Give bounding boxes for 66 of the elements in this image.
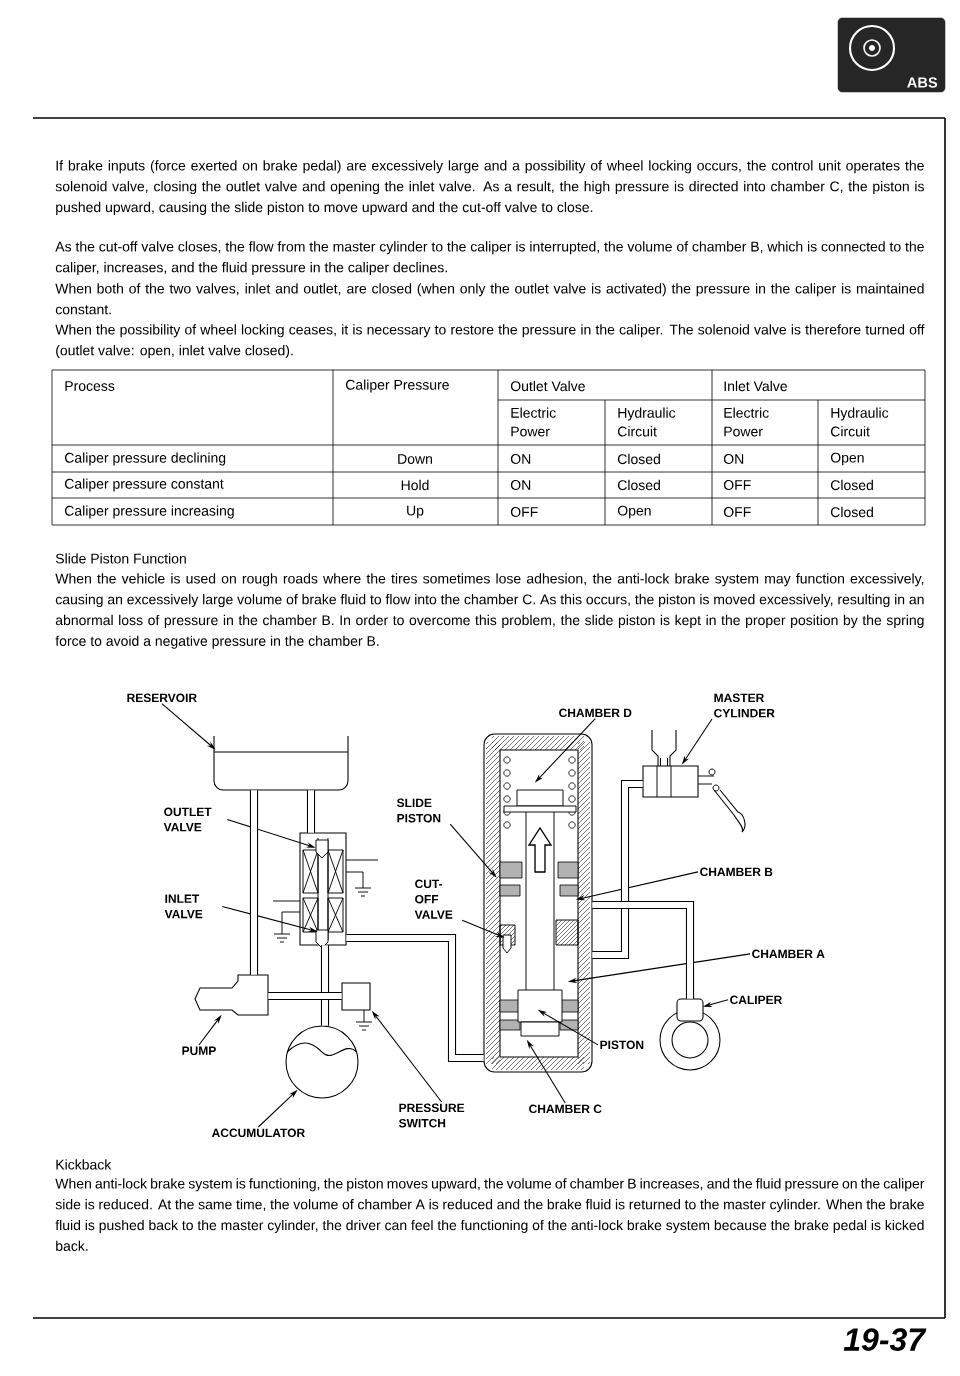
fluid-pipe <box>320 945 330 1026</box>
part-label: CHAMBER A <box>752 949 825 959</box>
part-label: OUTLET VALVE <box>163 807 212 832</box>
table-entry: Hold <box>401 479 429 491</box>
table-entry: Caliper pressure constant <box>65 478 224 492</box>
part-label: MASTER CYLINDER <box>714 693 775 718</box>
table-entry: Open <box>617 505 651 519</box>
part-label: PUMP <box>182 1046 216 1055</box>
table-entry: Electric Power <box>724 407 769 437</box>
table-entry: Caliper Pressure <box>346 379 449 393</box>
part-label: CHAMBER D <box>559 708 632 718</box>
part-label: SLIDE PISTON <box>396 798 441 823</box>
part-label: CUT-OFF VALVE <box>414 879 453 919</box>
table-entry: OFF <box>723 480 751 490</box>
table-entry: Hydraulic Circuit <box>618 407 676 437</box>
table-entry: Closed <box>618 479 660 491</box>
body-text: When the vehicle is used on rough roads where the tires sometimes lose adhesion, the anti-lock brake system may function excessively, causing an excessively large volume of brake fluid to flow into the chamber C. As this occurs, the piston is moved excessively, resulting in an abnormal loss of pressure in the chamber B. In order to overcome this problem, the slide piston is kept in the proper position by the spring force to avoid a negative pressure in the chamber B. <box>55 573 924 649</box>
table-entry: Up <box>407 505 424 519</box>
part-label: CALIPER <box>730 995 783 1005</box>
fluid-pipe <box>346 933 484 1063</box>
table-entry: Closed <box>618 453 660 465</box>
part-label: ACCUMULATOR <box>211 1128 305 1138</box>
table-entry: Closed <box>831 479 873 491</box>
table-entry: Closed <box>831 506 873 518</box>
body-text: When the possibility of wheel locking ceases, it is necessary to restore the pressure in the caliper. The solenoid valve is therefore turned off (outlet valve: open, inlet valve closed). <box>55 324 925 359</box>
table-entry: OFF <box>723 507 751 517</box>
master-cylinder-drawing <box>642 729 746 833</box>
section-heading: Slide Piston Function <box>55 553 186 564</box>
part-label: INLET VALVE <box>164 894 203 919</box>
table-entry: ON <box>510 480 531 490</box>
pump-drawing <box>194 974 269 1016</box>
table-entry: Process <box>65 381 115 391</box>
body-text: When both of the two valves, inlet and outlet, are closed (when only the outlet valve is activated) the pressure in the caliper is maintained constant. <box>55 283 924 315</box>
modulator-drawing <box>483 733 593 1073</box>
part-label: RESERVOIR <box>127 693 197 703</box>
table-entry: Electric Power <box>511 407 556 437</box>
fluid-pipe <box>306 790 316 833</box>
table-entry: OFF <box>510 507 538 517</box>
table-entry: ON <box>723 454 744 464</box>
body-text: When anti-lock brake system is functioning, the piston moves upward, the volume of chamber B increases, and the fluid pressure on the caliper side is reduced. At the same time, the volume of chamber A is reduced and the brake fluid is returned to the master cylinder. When the brake fluid is pushed back to the master cylinder, the driver can feel the functioning of the anti-lock brake system because the brake pedal is kicked back. <box>55 1178 925 1251</box>
body-text: As the cut-off valve closes, the flow from the master cylinder to the caliper is interrupted, the volume of chamber B, which is connected to the caliper, increases, and the fluid pressure in the caliper declines. <box>55 241 924 276</box>
section-heading: Kickback <box>56 1159 112 1170</box>
reservoir-drawing <box>213 735 349 791</box>
page-number: 19-37 <box>843 1328 927 1351</box>
table-entry: Open <box>830 452 864 466</box>
fluid-pipe <box>249 790 259 975</box>
fluid-pipe <box>592 779 643 960</box>
table-entry: Down <box>398 454 432 464</box>
part-label: PISTON <box>600 1040 644 1050</box>
part-label: CHAMBER C <box>529 1104 602 1114</box>
part-label: PRESSURE SWITCH <box>398 1103 465 1128</box>
table-entry: Outlet Valve <box>510 380 585 392</box>
accumulator-drawing <box>285 1025 359 1099</box>
table-entry: ON <box>510 454 531 464</box>
table-entry: Caliper pressure increasing <box>65 505 234 519</box>
table-entry: Inlet Valve <box>724 380 787 392</box>
fluid-pipe <box>268 991 342 1001</box>
pressure-switch-drawing <box>341 982 373 1031</box>
caliper-drawing <box>659 998 721 1071</box>
part-label: CHAMBER B <box>700 867 773 877</box>
solenoid-valve-drawing <box>272 832 379 949</box>
table-entry: Hydraulic Circuit <box>831 407 889 437</box>
fluid-pipe <box>592 900 695 999</box>
section-badge: ABS <box>837 17 946 93</box>
body-text: If brake inputs (force exerted on brake pedal) are excessively large and a possibility of wheel locking occurs, the control unit operates the solenoid valve, closing the outlet valve and opening the inlet valve. As a result, the high pressure is directed into chamber C, the piston is pushed upward, causing the slide piston to move upward and the cut-off valve to close. <box>55 160 924 215</box>
table-entry: Caliper pressure declining <box>65 452 226 466</box>
